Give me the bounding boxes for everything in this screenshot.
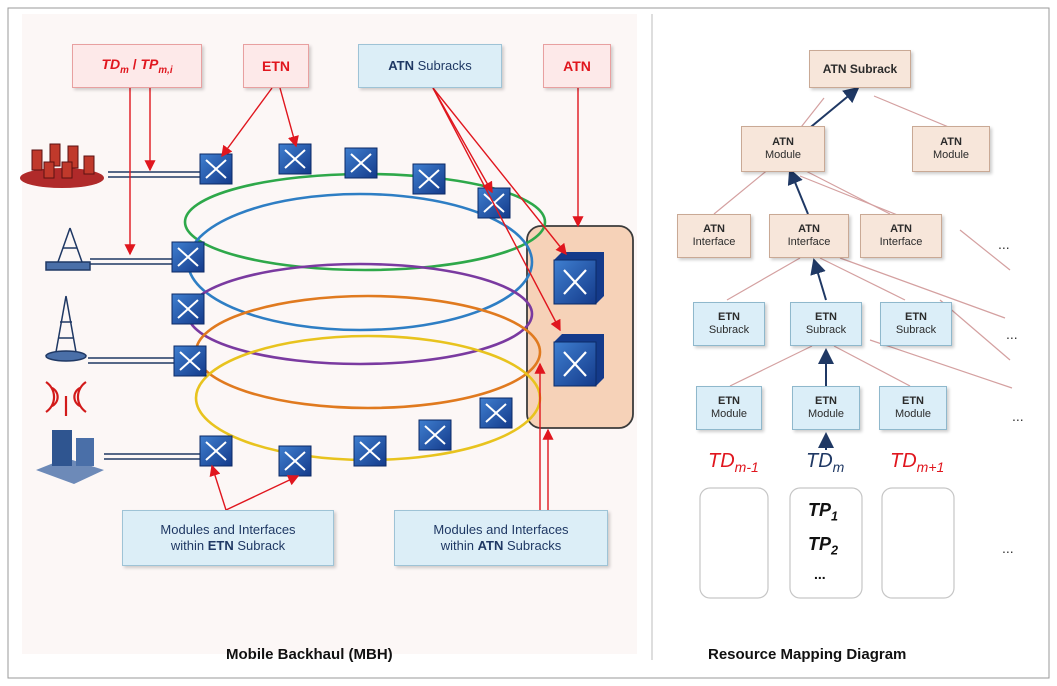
hierarchy-links bbox=[713, 86, 1013, 450]
td-container bbox=[699, 487, 769, 599]
right-panel-caption: Resource Mapping Diagram bbox=[708, 646, 907, 663]
etn-callout: ETN bbox=[243, 44, 309, 88]
node-title: ATN bbox=[940, 135, 962, 148]
node-label: Interface bbox=[692, 236, 736, 248]
atn-callout: ATN bbox=[543, 44, 611, 88]
base-station-icon bbox=[36, 430, 104, 484]
node-title: ETN bbox=[717, 310, 740, 323]
td-containers bbox=[699, 487, 955, 599]
more-etn-modules-ellipsis: ... bbox=[1012, 408, 1024, 424]
etn-switch bbox=[171, 293, 205, 325]
etn-switch bbox=[278, 143, 312, 175]
td-label-current: TDm bbox=[806, 450, 845, 475]
etn-callout-label: ETN bbox=[262, 57, 290, 74]
node-label: Interface bbox=[879, 236, 923, 248]
node-label: Module bbox=[894, 408, 932, 420]
node-title: ATN bbox=[798, 222, 820, 235]
td-container bbox=[789, 487, 863, 599]
atn-subrack-node: ATN Subrack bbox=[809, 50, 911, 88]
node-title: ATN bbox=[890, 222, 912, 235]
atn-subracks-callout: ATN Subracks bbox=[358, 44, 502, 88]
td-container bbox=[881, 487, 955, 599]
etn-switch bbox=[171, 241, 205, 273]
more-etn-subracks-ellipsis: ... bbox=[1006, 326, 1018, 342]
etn-switch bbox=[278, 445, 312, 477]
left-panel-caption: Mobile Backhaul (MBH) bbox=[226, 646, 393, 663]
td-tp-callout: TDm / TPm,i bbox=[72, 44, 202, 88]
node-label: Module bbox=[807, 408, 845, 420]
node-title: ETN bbox=[717, 394, 740, 407]
wireless-signal-icon bbox=[45, 381, 87, 416]
node-title: ATN bbox=[703, 222, 725, 235]
atn-switch bbox=[553, 334, 604, 387]
etn-switch bbox=[173, 345, 207, 377]
etn-switch bbox=[199, 435, 233, 467]
node-label: Module bbox=[710, 408, 748, 420]
atn-switch bbox=[553, 252, 604, 305]
atn-subrack-node-label: ATN Subrack bbox=[822, 61, 898, 76]
cell-tower-icon bbox=[45, 295, 87, 362]
node-label: Module bbox=[764, 149, 802, 161]
node-title: ETN bbox=[814, 310, 837, 323]
node-title: ETN bbox=[904, 310, 927, 323]
more-interfaces-ellipsis: ... bbox=[998, 236, 1010, 252]
node-title: ETN bbox=[901, 394, 924, 407]
atn-subracks-label: ATN Subracks bbox=[388, 58, 472, 74]
node-title: ETN bbox=[814, 394, 837, 407]
node-label: Subrack bbox=[708, 324, 750, 336]
etn-switch bbox=[479, 397, 513, 429]
node-label: Interface bbox=[787, 236, 831, 248]
femtocell-cluster-icon bbox=[20, 143, 104, 188]
node-label: Module bbox=[932, 149, 970, 161]
td-label-prev: TDm-1 bbox=[708, 450, 759, 475]
etn-switch bbox=[344, 147, 378, 179]
microwave-tower-icon bbox=[45, 227, 91, 271]
tp-item: TP2 bbox=[808, 534, 839, 558]
atn-callout-label: ATN bbox=[563, 57, 591, 74]
node-label: Subrack bbox=[895, 324, 937, 336]
figure-border bbox=[7, 7, 1050, 679]
access-links bbox=[88, 171, 200, 460]
td-label-next: TDm+1 bbox=[890, 450, 945, 475]
etn-switch bbox=[199, 153, 233, 185]
tp-item: ... bbox=[814, 566, 826, 582]
node-label: Subrack bbox=[805, 324, 847, 336]
tp-item: TP1 bbox=[808, 500, 839, 524]
atn-switch-group bbox=[553, 252, 604, 387]
annotation-arrows bbox=[124, 87, 584, 511]
etn-switch bbox=[418, 419, 452, 451]
etn-switch bbox=[412, 163, 446, 195]
etn-switch-group bbox=[171, 143, 513, 477]
node-title: ATN bbox=[772, 135, 794, 148]
more-td-ellipsis: ... bbox=[1002, 540, 1014, 556]
etn-switch bbox=[353, 435, 387, 467]
td-tp-label: TDm / TPm,i bbox=[101, 55, 173, 76]
